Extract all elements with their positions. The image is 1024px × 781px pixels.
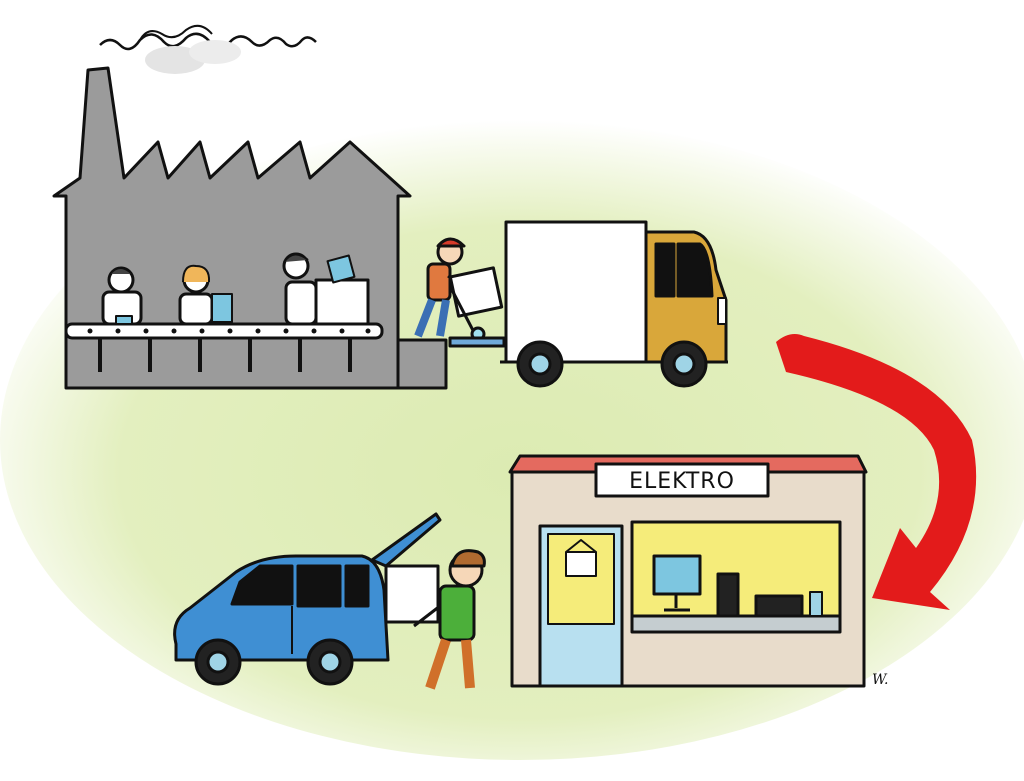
red-arrow (776, 334, 977, 610)
customer (384, 549, 486, 690)
artist-signature: W. (872, 672, 888, 688)
truck-cargo-box (504, 220, 648, 364)
factory-worker-2 (178, 264, 233, 326)
blue-car (173, 512, 442, 686)
factory (52, 24, 448, 390)
shop-sign-text: ELEKTRO (629, 469, 735, 494)
printer (754, 594, 804, 618)
computer-tower (716, 572, 740, 618)
car-trunk-lid (370, 512, 442, 568)
delivery-truck (500, 220, 728, 388)
factory-worker-1 (101, 266, 143, 326)
loading-dock (396, 338, 448, 390)
factory-worker-3 (282, 252, 370, 326)
elektro-shop: ELEKTRO (508, 454, 868, 688)
factory-building (52, 66, 412, 390)
shop-sign (594, 462, 770, 498)
monitor (652, 554, 702, 596)
conveyor-belt (64, 322, 384, 340)
delivery-worker (414, 237, 506, 348)
